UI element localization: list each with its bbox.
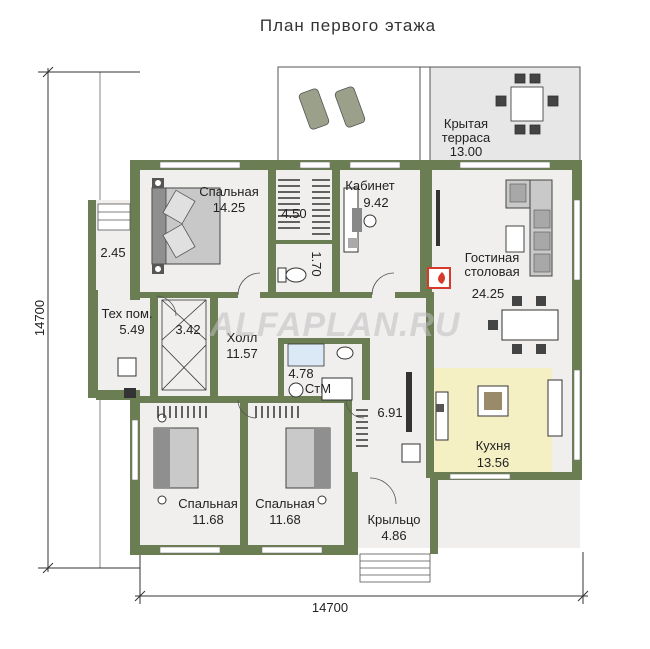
dimension-lines — [38, 66, 589, 604]
windows — [131, 161, 581, 554]
desk — [343, 187, 377, 253]
bedroom-left-area: 11.68 — [192, 512, 224, 527]
corridor-area: 6.91 — [377, 405, 402, 420]
porch-side-area: 2.45 — [100, 245, 125, 260]
watermark: ALFAPLAN.RU — [209, 306, 461, 344]
sofa — [505, 179, 553, 277]
terrace-area: 13.00 — [450, 144, 483, 159]
living-area: 24.25 — [472, 286, 505, 301]
terrace-dining-table — [495, 73, 559, 135]
cabinet-area: 9.42 — [363, 195, 388, 210]
wardrobe-hangers-lower — [157, 406, 368, 447]
kitchen-island — [435, 379, 563, 441]
bedroom-top-area: 14.25 — [213, 200, 246, 215]
hall-name: Холл — [227, 330, 258, 345]
bath-top-area: 1.70 — [309, 251, 324, 276]
kitchen-area: 13.56 — [477, 455, 510, 470]
bedroom-right-name: Спальная — [255, 496, 314, 511]
bath-mid-area: 4.78 — [288, 366, 313, 381]
bath-fixtures — [287, 343, 354, 401]
wardrobe-area: 4.50 — [281, 206, 306, 221]
doors — [155, 272, 397, 505]
porch-name: Крыльцо — [367, 512, 420, 527]
kitchen-name: Кухня — [476, 438, 511, 453]
washer-label: СтМ — [305, 381, 331, 396]
bedroom-top-name: Спальная — [199, 184, 258, 199]
tv-icon — [436, 190, 440, 246]
corridor-fixtures — [401, 372, 421, 463]
tech-name: Тех пом. — [101, 306, 152, 321]
fireplace — [427, 267, 451, 289]
dining-table — [488, 296, 559, 354]
bed — [151, 178, 221, 274]
height-dimension: 14700 — [32, 300, 47, 336]
bed-left — [153, 413, 199, 505]
bedroom-left-name: Спальная — [178, 496, 237, 511]
width-dimension: 14700 — [312, 600, 348, 615]
hall-area: 11.57 — [226, 346, 258, 361]
bedroom-right-area: 11.68 — [269, 512, 301, 527]
sun-lounger — [298, 86, 366, 130]
bed-right — [285, 427, 331, 505]
porch-area: 4.86 — [381, 528, 406, 543]
tech-area: 5.49 — [119, 322, 144, 337]
plan-title: План первого этажа — [260, 16, 436, 35]
pantry-shelves — [161, 299, 207, 391]
pantry-area: 3.42 — [175, 322, 200, 337]
boiler-icon — [117, 357, 137, 398]
terrace — [277, 66, 581, 165]
cabinet-name: Кабинет — [345, 178, 394, 193]
entry-steps — [359, 553, 431, 583]
wardrobe-hangers — [278, 179, 330, 235]
toilet — [277, 267, 307, 283]
interior-walls — [138, 165, 434, 552]
side-steps — [97, 203, 131, 231]
